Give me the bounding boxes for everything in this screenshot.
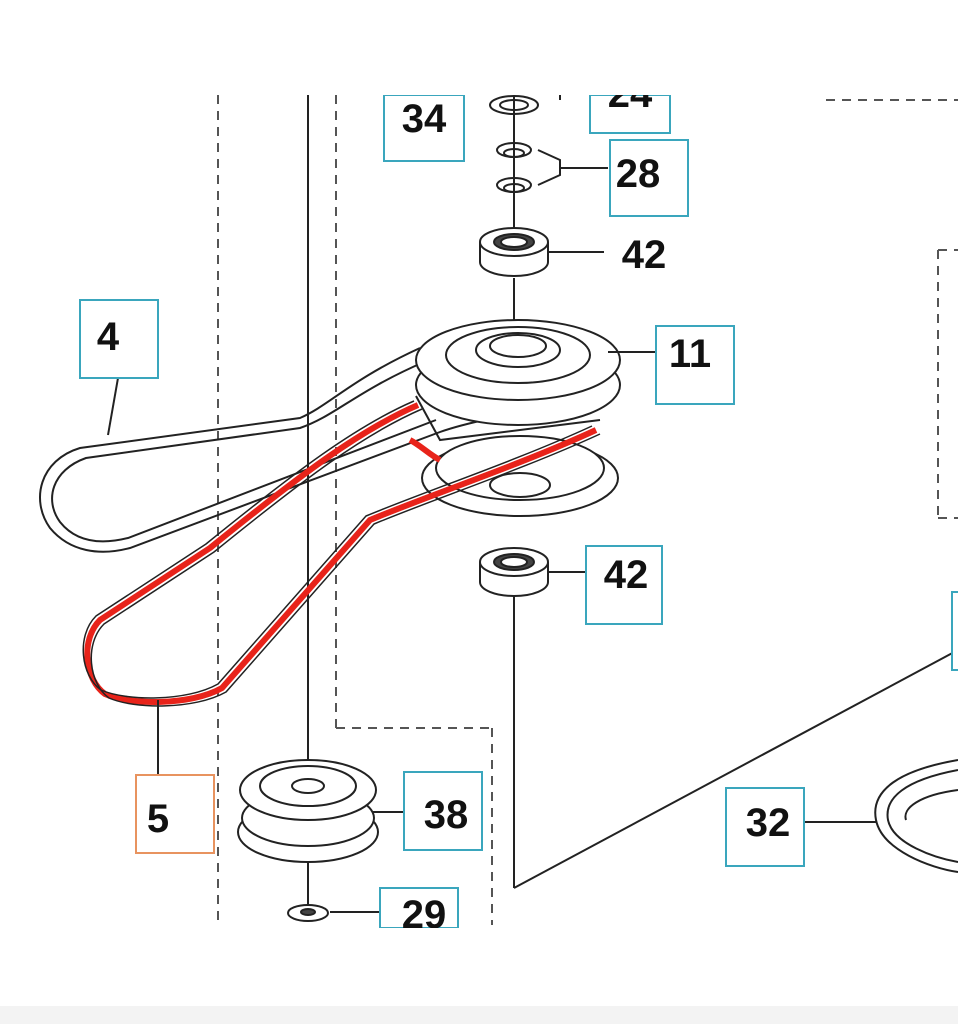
crop-top (0, 0, 958, 95)
callout-42-upper[interactable]: 42 (622, 233, 667, 277)
callout-38[interactable]: 38 (403, 771, 483, 851)
crop-bottom (0, 928, 958, 1006)
svg-text:42: 42 (604, 553, 649, 597)
svg-text:38: 38 (424, 793, 469, 837)
callout-11[interactable]: 11 (655, 325, 735, 405)
callout-42-lower[interactable]: 42 (585, 545, 663, 625)
callouts: 34 24 28 42 4 11 42 5 3 (79, 72, 958, 937)
bottom-band (0, 1006, 958, 1024)
idler-pulley (237, 759, 379, 863)
svg-text:28: 28 (616, 152, 661, 196)
washer-top (489, 95, 539, 115)
callout-5[interactable]: 5 (135, 774, 215, 854)
svg-text:11: 11 (669, 332, 711, 376)
svg-text:42: 42 (622, 233, 667, 277)
callout-32[interactable]: 32 (725, 787, 805, 867)
svg-text:4: 4 (97, 315, 120, 359)
svg-text:32: 32 (746, 801, 791, 845)
callout-partial-right (951, 591, 958, 671)
svg-text:34: 34 (402, 97, 447, 141)
svg-text:5: 5 (147, 797, 169, 841)
belt-5 (82, 400, 601, 707)
main-pulley (415, 319, 621, 426)
washer-29 (287, 904, 329, 922)
callout-28[interactable]: 28 (609, 139, 689, 217)
bearing-upper (479, 227, 549, 277)
lower-pulley (421, 435, 619, 517)
bearing-lower (479, 547, 549, 597)
leader-lines (107, 95, 876, 913)
belt-32 (874, 759, 958, 873)
washers-28 (496, 142, 532, 193)
callout-34[interactable]: 34 (383, 94, 465, 162)
shaft-lines (307, 95, 958, 905)
dashed-guides (217, 95, 958, 925)
callout-4[interactable]: 4 (79, 299, 159, 379)
